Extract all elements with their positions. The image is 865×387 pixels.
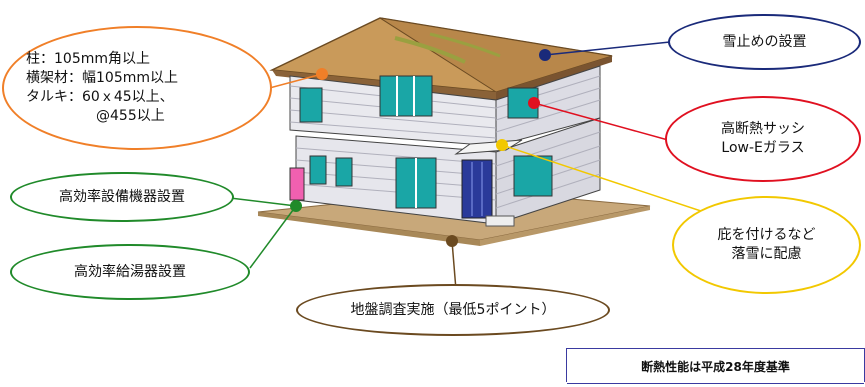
snow-stop-label: 雪止めの設置 [722,33,807,50]
upper-window-2 [379,75,433,117]
eaves-line-2: 落雪に配慮 [731,246,802,262]
side-door [289,167,305,201]
callout-equipment: 高効率設備機器設置 [10,172,234,222]
upper-window-1 [299,87,323,123]
divider [567,383,864,384]
callout-structure: 柱：105mm角以上 横架材：幅105mm以上 タルキ：60ｘ45以上、 @45… [2,26,272,150]
structure-line-4: @455以上 [96,107,165,124]
callout-sash: 高断熱サッシ Low-Eガラス [665,96,861,182]
marker-snow [539,49,551,61]
sash-line-2: Low-Eガラス [721,140,805,156]
callout-water-heater: 高効率給湯器設置 [10,244,250,300]
leader-eaves [501,144,711,215]
lower-window-2 [335,157,353,187]
eaves-line-1: 庇を付けるなど [717,227,816,244]
callout-snow-stop: 雪止めの設置 [668,14,861,70]
lower-window-4 [513,155,553,197]
leader-structure [261,73,323,91]
structure-line-2: 横架材：幅105mm以上 [26,70,178,87]
callout-eaves: 庇を付けるなど 落雪に配慮 [672,196,861,294]
standard-note-box: 断熱性能は平成28年度基準 [566,348,865,384]
ground-survey-label: 地盤調査実施（最低5ポイント） [350,301,556,318]
leader-water [249,205,297,269]
marker-ground [446,235,458,247]
equipment-label: 高効率設備機器設置 [59,188,185,205]
front-door [461,159,493,219]
leader-sash [533,102,669,141]
leader-snow [544,41,671,56]
marker-sash [528,97,540,109]
water-heater-label: 高効率給湯器設置 [74,263,186,280]
marker-structure [316,68,328,80]
marker-eaves [496,139,508,151]
lower-window-1 [309,155,327,185]
leader-equipment [229,197,297,207]
leader-ground [451,240,457,291]
callout-ground-survey: 地盤調査実施（最低5ポイント） [296,284,610,336]
standard-note: 断熱性能は平成28年度基準 [641,360,790,374]
marker-equipment [290,200,302,212]
structure-line-1: 柱：105mm角以上 [26,51,150,68]
sash-line-1: 高断熱サッシ [721,121,805,138]
structure-line-3: タルキ：60ｘ45以上、 [26,89,174,105]
